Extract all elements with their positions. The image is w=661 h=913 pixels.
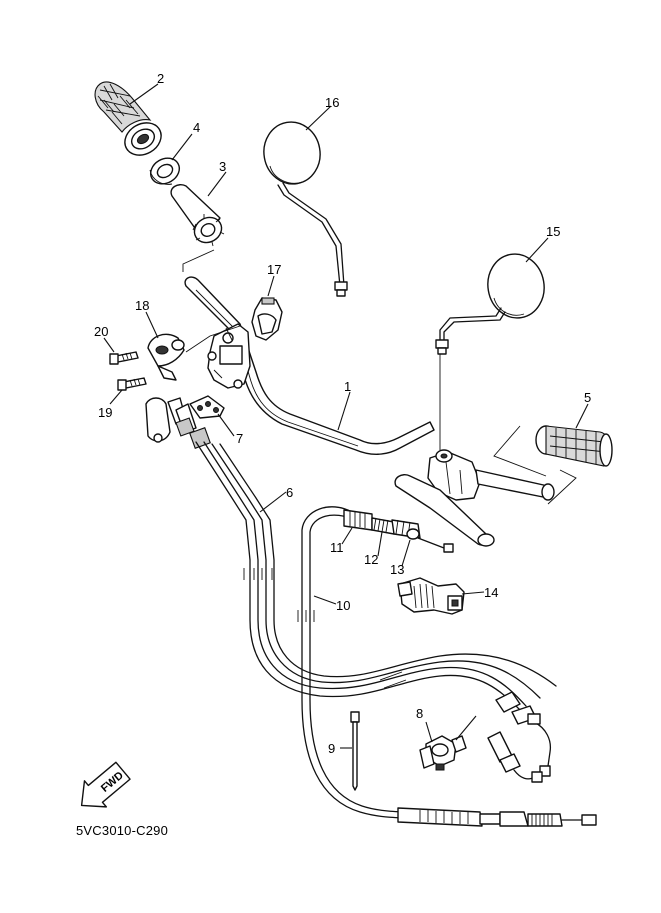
part-18-switch-half bbox=[147, 333, 185, 381]
part-14-clutch-switch bbox=[397, 577, 465, 615]
diagram-code: 5VC3010-C290 bbox=[76, 823, 169, 838]
callout-13: 13 bbox=[390, 562, 404, 577]
callout-19: 19 bbox=[98, 405, 112, 420]
callout-12: 12 bbox=[364, 552, 378, 567]
callout-9: 9 bbox=[328, 741, 335, 756]
part-11-cable-boot bbox=[343, 509, 373, 531]
part-4-collar bbox=[149, 157, 181, 185]
callout-15: 15 bbox=[546, 224, 560, 239]
part-10-clutch-cable-end bbox=[397, 807, 597, 827]
callout-20: 20 bbox=[94, 324, 108, 339]
callout-4: 4 bbox=[193, 120, 200, 135]
part-clutch-lever-holder bbox=[394, 449, 495, 547]
part-13-nut bbox=[391, 519, 454, 553]
callout-18: 18 bbox=[135, 298, 149, 313]
callout-14: 14 bbox=[484, 585, 498, 600]
part-2-left-grip bbox=[94, 81, 162, 156]
part-6-throttle-cable bbox=[195, 441, 557, 783]
part-7-holder bbox=[189, 395, 225, 419]
callout-7: 7 bbox=[236, 431, 243, 446]
part-17-holder bbox=[251, 297, 283, 341]
part-5-right-grip bbox=[493, 425, 613, 505]
callout-6: 6 bbox=[286, 485, 293, 500]
fwd-arrow-icon: FWD bbox=[80, 761, 131, 808]
part-left-switch-body bbox=[207, 323, 251, 389]
part-10-clutch-cable bbox=[297, 506, 421, 819]
callout-17: 17 bbox=[267, 262, 281, 277]
callout-16: 16 bbox=[325, 95, 339, 110]
callout-5: 5 bbox=[584, 390, 591, 405]
callout-1: 1 bbox=[344, 379, 351, 394]
part-15-right-mirror bbox=[435, 253, 545, 355]
part-3-throttle-grip-tube bbox=[170, 184, 225, 247]
part-19-screw bbox=[117, 377, 147, 391]
part-8-cable-clamp bbox=[419, 735, 467, 771]
callout-8: 8 bbox=[416, 706, 423, 721]
part-20-screw bbox=[109, 351, 139, 365]
part-throttle-cable-heads bbox=[145, 397, 211, 449]
part-9-cable-tie bbox=[350, 711, 360, 791]
callout-3: 3 bbox=[219, 159, 226, 174]
part-16-left-mirror bbox=[263, 121, 348, 297]
callout-10: 10 bbox=[336, 598, 350, 613]
part-1-handlebar bbox=[184, 276, 435, 455]
part-right-bar-end bbox=[475, 469, 555, 501]
part-12-adjuster bbox=[371, 517, 395, 535]
callout-11: 11 bbox=[330, 540, 344, 555]
callout-2: 2 bbox=[157, 71, 164, 86]
